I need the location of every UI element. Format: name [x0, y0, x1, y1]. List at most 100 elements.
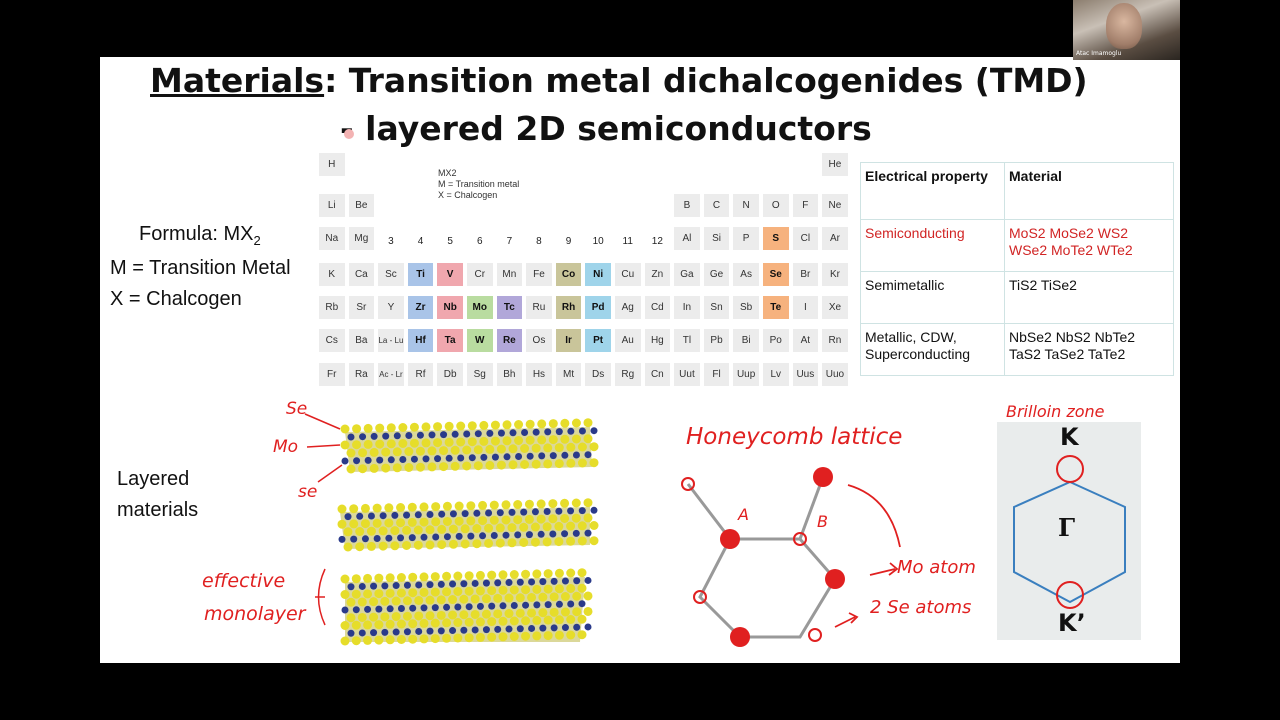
- mo-atom: [525, 531, 533, 539]
- periodic-table: MX2 M = Transition metal X = Chalcogen H…: [318, 150, 854, 390]
- se-atom: [369, 463, 379, 473]
- se-atom: [404, 463, 414, 472]
- mo-atom: [485, 509, 493, 517]
- se-atom: [337, 519, 347, 529]
- mo-atom: [544, 428, 552, 436]
- se-atom: [542, 522, 552, 532]
- mo-atom: [549, 530, 557, 538]
- mo-atom: [426, 627, 434, 635]
- se-atom: [577, 568, 587, 578]
- se-atom: [398, 423, 408, 432]
- se-atom: [498, 632, 508, 642]
- element-ag: Ag: [614, 295, 642, 320]
- element-fe: Fe: [525, 262, 553, 287]
- se-atom: [525, 435, 535, 445]
- mo-atom: [549, 452, 557, 460]
- group-number-12: 12: [651, 236, 663, 247]
- mo-atom: [550, 624, 558, 632]
- element-at: At: [791, 328, 820, 353]
- se-atom: [351, 620, 361, 630]
- se-atom: [340, 590, 350, 599]
- se-atom: [532, 615, 542, 625]
- element-as: As: [732, 262, 760, 287]
- element-p: P: [732, 226, 760, 251]
- group-number-4: 4: [417, 236, 424, 247]
- se-atom: [407, 517, 417, 527]
- se-atom: [346, 613, 356, 623]
- se-atom: [425, 595, 435, 605]
- mo-atom: [572, 451, 580, 459]
- se-atom: [355, 527, 365, 536]
- mo-atom: [422, 455, 430, 463]
- mo-atom: [449, 580, 457, 588]
- mo-atom: [382, 432, 390, 440]
- element-bi: Bi: [732, 328, 760, 353]
- se-atom: [398, 439, 408, 448]
- se-atom: [456, 421, 466, 431]
- se-atom: [430, 634, 440, 644]
- mo-atom: [451, 430, 459, 438]
- element-ar: Ar: [821, 226, 849, 251]
- se-atom: [504, 593, 514, 603]
- se-atom: [509, 585, 519, 595]
- se-atom: [374, 620, 384, 630]
- webcam-thumbnail[interactable]: Atac Imamoglu: [1073, 0, 1180, 60]
- se-atom: [396, 588, 406, 598]
- participant-name: Atac Imamoglu: [1076, 50, 1122, 57]
- m-definition: M = Transition Metal: [110, 257, 291, 279]
- se-atom: [436, 595, 446, 605]
- se-atom: [378, 541, 388, 551]
- title-underlined-word: Materials: [150, 61, 325, 100]
- se-atom: [543, 615, 553, 625]
- se-atom: [478, 500, 488, 510]
- element-te: Te: [762, 295, 790, 320]
- se-atom: [487, 570, 497, 580]
- se-atom: [357, 597, 367, 607]
- mo-atom: [403, 581, 411, 589]
- se-atom: [589, 458, 599, 468]
- se-atom: [396, 635, 406, 644]
- se-atom: [419, 572, 429, 582]
- se-atom: [390, 541, 400, 551]
- se-atom: [439, 462, 449, 472]
- mo-atom: [584, 451, 592, 459]
- element-v: V: [436, 262, 464, 287]
- mo-atom: [370, 432, 378, 440]
- se-atom: [536, 499, 546, 509]
- mo-atom: [457, 454, 465, 462]
- mo-atom: [376, 456, 384, 464]
- se-atom: [402, 525, 412, 535]
- se-atom: [349, 519, 359, 529]
- se-atom: [566, 536, 576, 546]
- se-atom: [415, 462, 425, 472]
- mo-atom: [494, 579, 502, 587]
- mo-atom: [416, 431, 424, 439]
- se-atom: [536, 514, 546, 524]
- mo-atom: [497, 429, 505, 437]
- se-atom: [531, 443, 541, 453]
- se-atom: [577, 536, 587, 546]
- se-atom: [381, 463, 391, 473]
- element-rn: Rn: [821, 328, 849, 353]
- se-atom: [548, 419, 558, 429]
- element-nb: Nb: [436, 295, 464, 320]
- mo-atom: [415, 581, 423, 589]
- mo-atom: [590, 506, 598, 514]
- se-atom: [520, 444, 530, 453]
- se-atom: [392, 463, 402, 473]
- mo-atom: [403, 511, 411, 519]
- mo-atom: [414, 511, 422, 519]
- mo-atom: [364, 456, 372, 464]
- element-w: W: [466, 328, 494, 353]
- mo-atom: [503, 453, 511, 461]
- slide: Materials: Transition metal dichalcogeni…: [100, 57, 1180, 663]
- se-atom: [442, 517, 452, 526]
- element-zn: Zn: [643, 262, 672, 287]
- slide-title-line2: - layered 2D semiconductors: [340, 109, 872, 148]
- se-atom: [349, 504, 359, 514]
- se-atom: [543, 569, 553, 579]
- se-atom: [513, 515, 523, 525]
- mo-atom: [403, 628, 411, 636]
- mo-atom: [543, 508, 551, 515]
- se-atom: [448, 539, 458, 549]
